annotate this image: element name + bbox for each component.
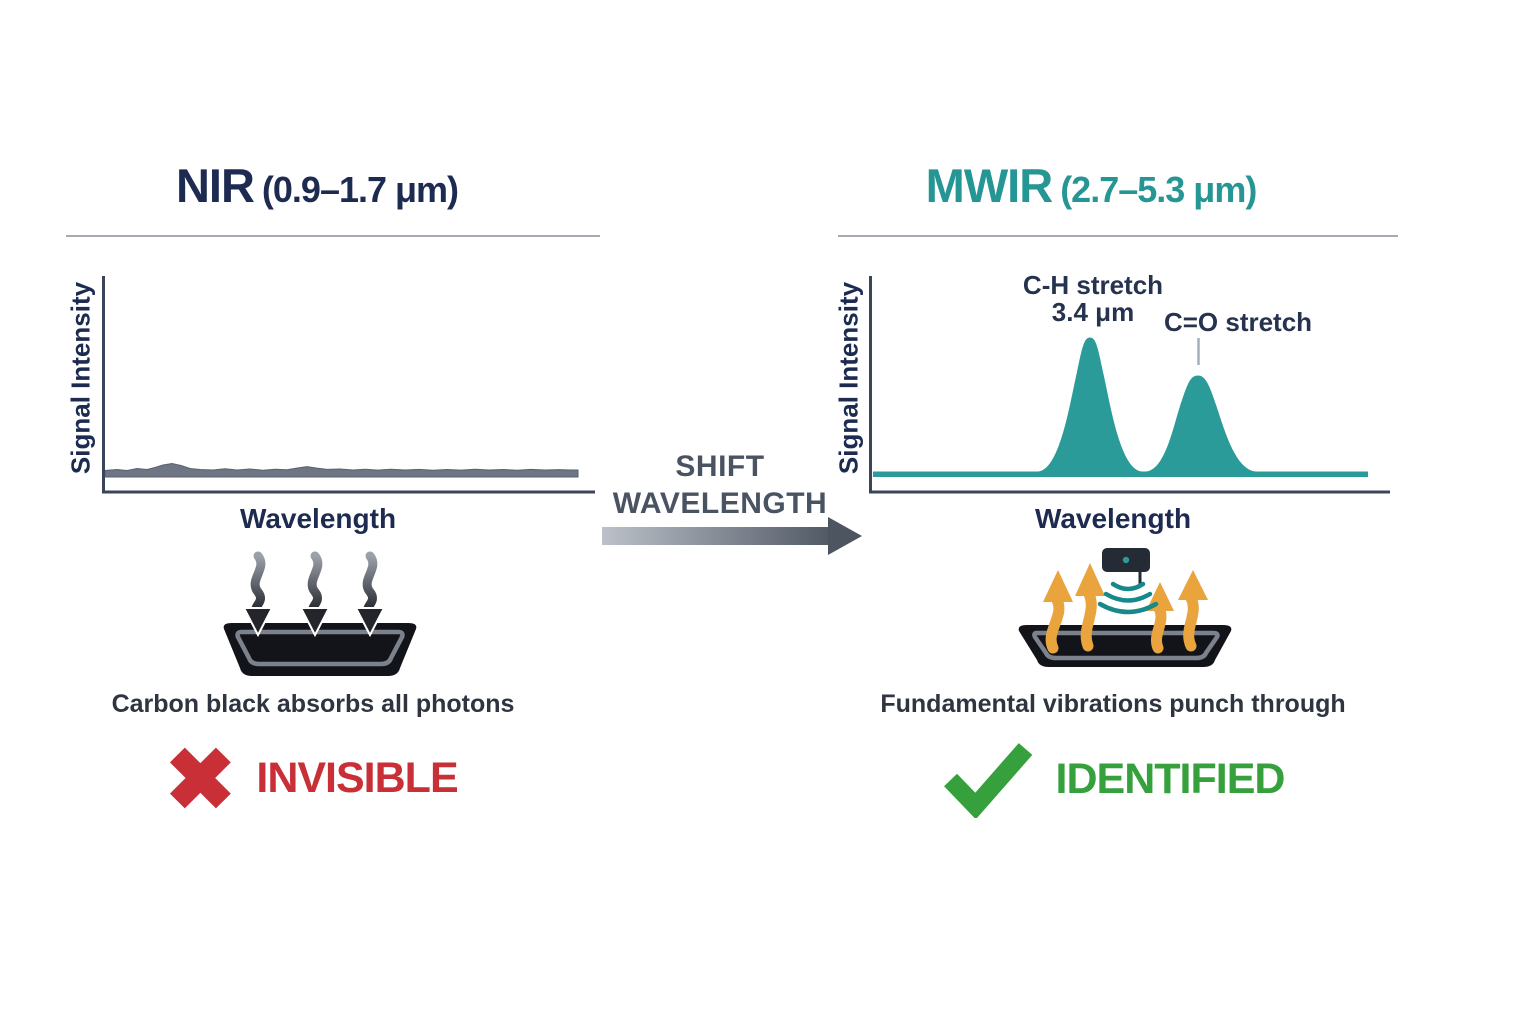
left-x-axis-label: Wavelength [239, 503, 397, 534]
right-verdict: IDENTIFIED [942, 740, 1285, 818]
mwir-title-main: MWIR [925, 159, 1054, 212]
right-verdict-text: IDENTIFIED [1055, 754, 1286, 803]
mwir-title: MWIR(2.7–5.3 μm) [822, 158, 1360, 226]
left-y-axis-label: Signal Intensity [65, 281, 96, 475]
peak2-annotation: C=O stretch [1163, 307, 1313, 337]
right-caption: Fundamental vibrations punch through [880, 690, 1346, 718]
x-mark-icon [169, 747, 231, 809]
shift-wavelength-label: SHIFT WAVELENGTH [612, 450, 828, 520]
absorption-tray-icon [223, 551, 417, 676]
nir-chart [102, 276, 595, 494]
check-mark-icon [944, 743, 1033, 818]
right-x-axis-label: Wavelength [1034, 503, 1192, 534]
emission-tray-icon [1018, 548, 1232, 667]
mwir-spectrum [873, 337, 1368, 477]
signal-waves-icon [1097, 581, 1159, 615]
photon-down-arrows [242, 551, 386, 638]
shift-arrow-icon [602, 517, 862, 555]
left-caption: Carbon black absorbs all photons [111, 690, 515, 718]
right-y-axis-label: Signal Intensity [833, 281, 864, 475]
left-verdict-text: INVISIBLE [256, 753, 458, 802]
peak1-annotation: C-H stretch 3.4 μm [1022, 270, 1164, 327]
right-divider [838, 235, 1398, 237]
nir-title-main: NIR [175, 159, 255, 212]
tray-rim [235, 629, 405, 667]
tray-rim [1032, 630, 1220, 661]
mwir-title-range: (2.7–5.3 μm) [1060, 169, 1257, 210]
nir-noise-band [104, 462, 579, 478]
left-verdict: INVISIBLE [166, 744, 459, 812]
nir-title: NIR(0.9–1.7 μm) [50, 158, 584, 226]
sensor-icon [1102, 548, 1150, 585]
vibration-up-arrows [1043, 563, 1208, 654]
mwir-chart [869, 276, 1390, 494]
nir-title-range: (0.9–1.7 μm) [261, 169, 459, 210]
left-divider [66, 235, 600, 237]
